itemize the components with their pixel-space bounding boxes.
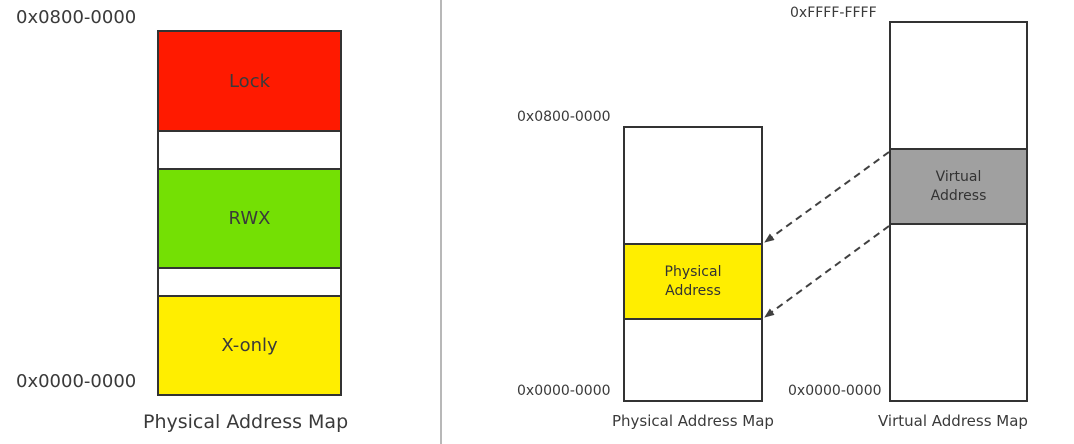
region-rwx-label: RWX	[228, 208, 271, 229]
mapping-arrow-top	[764, 151, 890, 243]
virtual-bottom-address: 0x0000-0000	[788, 383, 882, 399]
region-lock: Lock	[157, 30, 342, 132]
left-bottom-address: 0x0000-0000	[16, 371, 137, 392]
region-x-only-label: X-only	[221, 335, 278, 356]
panel-divider	[440, 0, 442, 444]
physical-top-address: 0x0800-0000	[517, 109, 611, 125]
mapping-arrow-bottom	[764, 225, 890, 318]
physical-region-line2: Address	[665, 282, 721, 299]
region-lock-label: Lock	[228, 70, 271, 92]
region-rwx: RWX	[157, 168, 342, 269]
left-top-address: 0x0800-0000	[16, 7, 137, 28]
region-x-only: X-only	[157, 295, 342, 396]
physical-region-line1: Physical	[664, 263, 722, 280]
physical-bottom-address: 0x0000-0000	[517, 383, 611, 399]
virtual-region-line2: Address	[930, 187, 987, 204]
virtual-address-region: Virtual Address	[889, 148, 1028, 225]
physical-address-region: Physical Address	[623, 243, 763, 320]
virtual-top-address: 0xFFFF-FFFF	[790, 5, 877, 21]
virtual-map-caption: Virtual Address Map	[878, 412, 1028, 430]
physical-map-caption: Physical Address Map	[612, 412, 774, 430]
left-map-caption: Physical Address Map	[143, 411, 349, 433]
virtual-region-line1: Virtual	[935, 168, 982, 185]
